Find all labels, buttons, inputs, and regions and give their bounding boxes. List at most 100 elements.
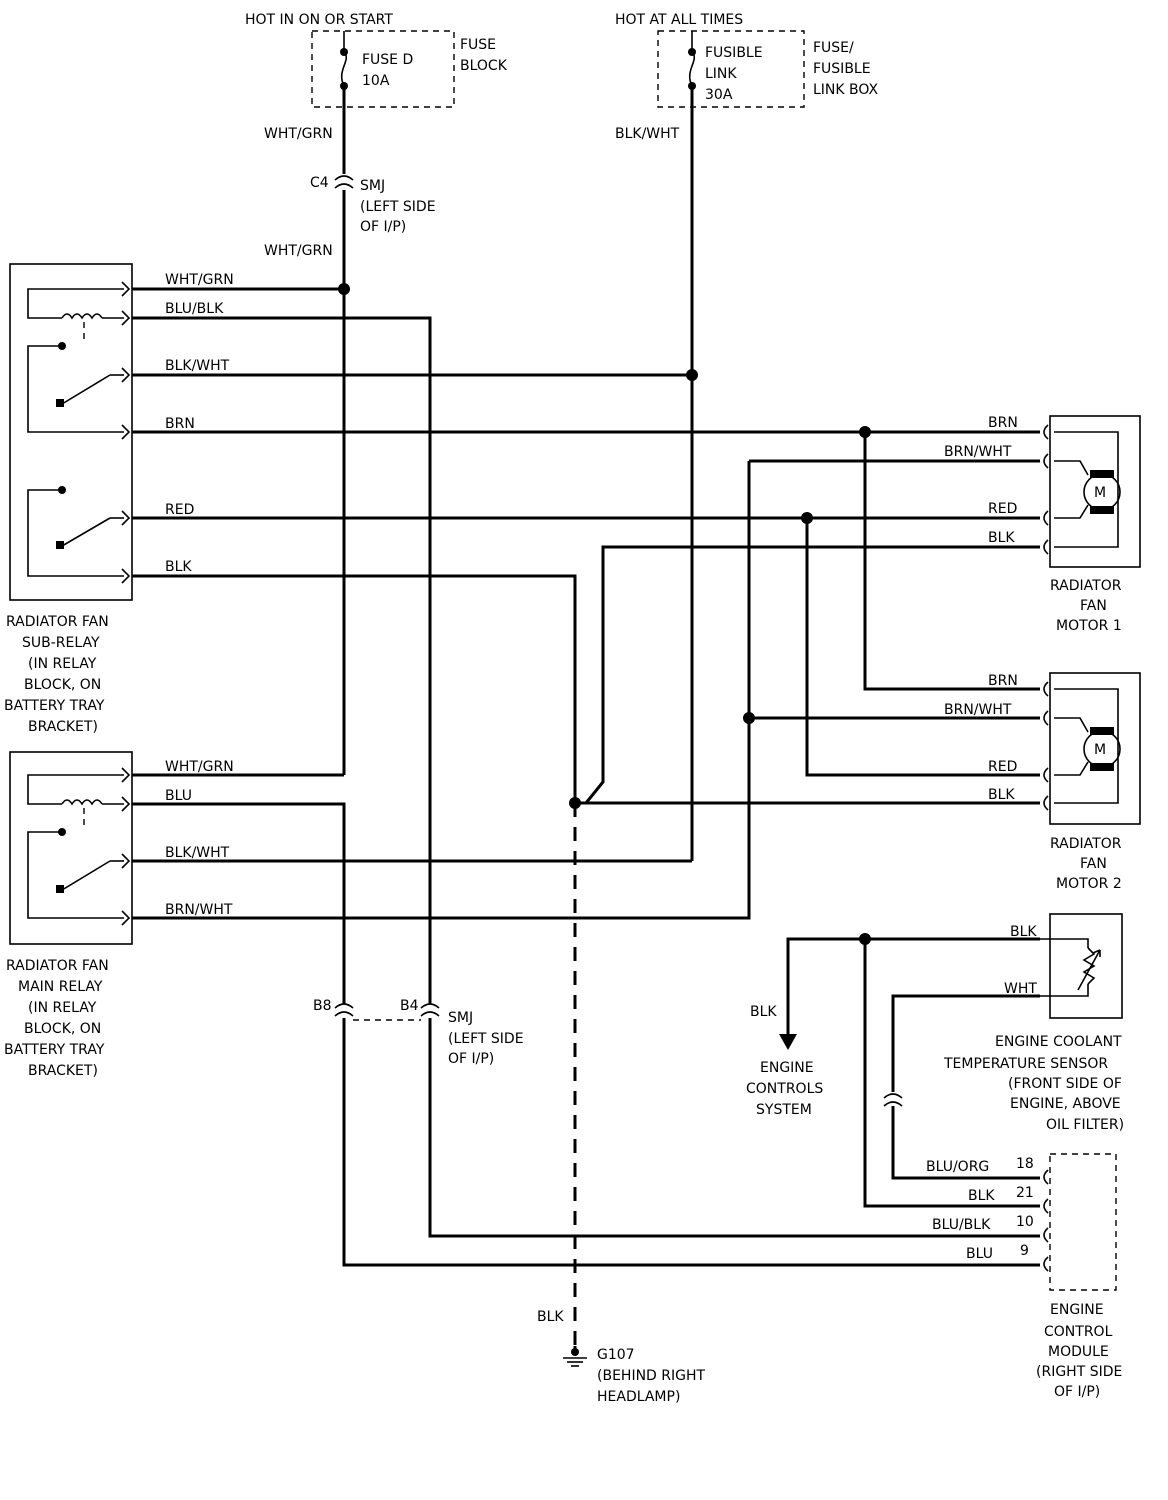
motor-2-label-3: MOTOR 2	[1056, 876, 1122, 892]
main-relay-label-1: RADIATOR FAN	[6, 958, 109, 974]
wire-label-blk-sub: BLK	[165, 559, 192, 575]
fuse-block-label-2: BLOCK	[460, 58, 508, 74]
ecm-label-1: ENGINE	[1050, 1302, 1104, 1318]
relay-coil-icon	[61, 799, 103, 806]
wire-label-brn-sub: BRN	[165, 416, 195, 432]
ect-label-1: ENGINE COOLANT	[995, 1034, 1122, 1050]
m2-brn-wht-label: BRN/WHT	[944, 702, 1012, 718]
main-relay-wires: WHT/GRN BLU BLK/WHT BRN/WHT	[132, 461, 751, 1004]
smj-label-top: SMJ	[360, 178, 385, 194]
m1-red-label: RED	[988, 501, 1017, 517]
motor-1-symbol: M	[1094, 485, 1106, 501]
smj-label-top-2: (LEFT SIDE	[360, 199, 436, 215]
ect-label-3: (FRONT SIDE OF	[1008, 1076, 1122, 1092]
ect-label-2: TEMPERATURE SENSOR	[943, 1056, 1108, 1072]
motor-2-label-1: RADIATOR	[1050, 836, 1122, 852]
sub-relay-label-6: BRACKET)	[28, 719, 98, 735]
relay-coil-icon	[61, 313, 103, 320]
middle-routing	[569, 426, 1040, 809]
m2-blk-label: BLK	[988, 787, 1015, 803]
blk-wht-feed: BLK/WHT	[615, 86, 698, 861]
motor-1-box	[1049, 415, 1141, 568]
ect-wiring: BLK ENGINE CONTROLS SYSTEM	[746, 933, 1040, 1208]
relay-switch-icon	[61, 374, 111, 405]
main-relay-label-4: BLOCK, ON	[24, 1021, 101, 1037]
radiator-fan-motor-1: M BRN BRN/WHT RED BLK RADIATOR FAN MOTOR…	[944, 415, 1141, 634]
connector-c4-label: C4	[310, 175, 329, 191]
main-relay-label-3: (IN RELAY	[28, 1000, 97, 1016]
wire-label-blu-main: BLU	[165, 788, 192, 804]
engine-controls-label-1: ENGINE	[760, 1060, 814, 1076]
ecm-pin-18: 18	[1016, 1156, 1034, 1172]
main-relay: RADIATOR FAN MAIN RELAY (IN RELAY BLOCK,…	[4, 751, 133, 1079]
wire-label-blk-wht-top: BLK/WHT	[615, 126, 680, 142]
ecm-label-3: MODULE	[1048, 1344, 1109, 1360]
connector-b4-label: B4	[400, 998, 419, 1014]
m1-brn-label: BRN	[988, 415, 1018, 431]
relay-switch-icon	[61, 517, 111, 547]
sub-relay-label-2: SUB-RELAY	[22, 635, 100, 651]
ect-wht-label: WHT	[1004, 981, 1037, 997]
sub-relay-label-5: BATTERY TRAY	[4, 698, 105, 714]
motor-1-label-1: RADIATOR	[1050, 578, 1122, 594]
engine-control-module: BLU/ORG 18 BLK 21 BLU/BLK 10 BLU 9 ENGIN…	[926, 1153, 1122, 1400]
hot-always-label: HOT AT ALL TIMES	[615, 12, 743, 28]
fuse-d-label: FUSE D	[362, 52, 413, 68]
ecm-pin-21: 21	[1016, 1185, 1034, 1201]
ecm-label-5: OF I/P)	[1054, 1384, 1100, 1400]
fusible-label-2: LINK	[705, 66, 737, 82]
motor-1-label-3: MOTOR 1	[1056, 618, 1122, 634]
relay-switch-icon	[61, 860, 111, 891]
sub-relay-wires: WHT/GRN BLU/BLK BLK/WHT BRN RED BLK	[132, 272, 1040, 1004]
engine-coolant-temp-sensor: BLK WHT ENGINE COOLANT TEMPERATURE SENSO…	[943, 913, 1124, 1133]
smj-bottom-connectors: B8 B4 SMJ (LEFT SIDE OF I/P)	[313, 998, 1040, 1267]
m2-red-label: RED	[988, 759, 1017, 775]
smj-label-bottom-3: OF I/P)	[448, 1051, 494, 1067]
wire-label-wht-grn-sub: WHT/GRN	[165, 272, 234, 288]
ecm-label-2: CONTROL	[1044, 1324, 1113, 1340]
ecm-label-4: (RIGHT SIDE	[1036, 1364, 1122, 1380]
motor-1-label-2: FAN	[1080, 598, 1107, 614]
ecm-pin-9: 9	[1020, 1243, 1029, 1259]
ecm-box	[1049, 1153, 1117, 1291]
wire-label-brn-wht-main: BRN/WHT	[165, 902, 233, 918]
sub-relay: RADIATOR FAN SUB-RELAY (IN RELAY BLOCK, …	[4, 263, 133, 735]
main-relay-label-5: BATTERY TRAY	[4, 1042, 105, 1058]
fuse-d-icon	[340, 51, 348, 87]
engine-controls-label-3: SYSTEM	[756, 1102, 812, 1118]
smj-label-bottom-2: (LEFT SIDE	[448, 1031, 524, 1047]
thermistor-icon	[1082, 947, 1096, 985]
ground-g107: BLK G107 (BEHIND RIGHT HEADLAMP)	[537, 803, 706, 1405]
wire-label-blk-wht-main: BLK/WHT	[165, 845, 230, 861]
ground-label-1: G107	[597, 1347, 635, 1363]
fusible-rating: 30A	[705, 87, 733, 103]
ect-label-4: ENGINE, ABOVE	[1010, 1096, 1121, 1112]
fbox-label-3: LINK BOX	[813, 82, 879, 98]
wire-label-wht-grn-top: WHT/GRN	[264, 126, 333, 142]
ect-blk-label: BLK	[1010, 924, 1037, 940]
ect-label-5: OIL FILTER)	[1046, 1117, 1124, 1133]
ground-blk-label: BLK	[537, 1309, 564, 1325]
ecm-blu-label: BLU	[966, 1246, 993, 1262]
motor-2-symbol: M	[1094, 742, 1106, 758]
fbox-label-2: FUSIBLE	[813, 61, 871, 77]
wire-label-red-sub: RED	[165, 502, 194, 518]
motor-2-box	[1049, 672, 1141, 825]
wire-label-wht-grn-main: WHT/GRN	[165, 759, 234, 775]
ecm-pin-10: 10	[1016, 1214, 1034, 1230]
smj-label-bottom: SMJ	[448, 1010, 473, 1026]
fuse-block-label-1: FUSE	[460, 37, 496, 53]
arrow-down-icon	[779, 1034, 797, 1050]
fusible-link-icon	[688, 51, 696, 87]
fuse-d-rating: 10A	[362, 73, 390, 89]
wire-label-blk-wht-sub: BLK/WHT	[165, 358, 230, 374]
main-relay-label-6: BRACKET)	[28, 1063, 98, 1079]
m2-brn-label: BRN	[988, 673, 1018, 689]
radiator-fan-motor-2: M BRN BRN/WHT RED BLK RADIATOR FAN MOTOR…	[944, 672, 1141, 892]
ect-sensor-box	[1049, 913, 1123, 1019]
ecm-blu-blk-label: BLU/BLK	[932, 1217, 991, 1233]
ground-label-3: HEADLAMP)	[597, 1389, 680, 1405]
connector-b8-label: B8	[313, 998, 332, 1014]
wire-label-blu-blk-sub: BLU/BLK	[165, 301, 224, 317]
